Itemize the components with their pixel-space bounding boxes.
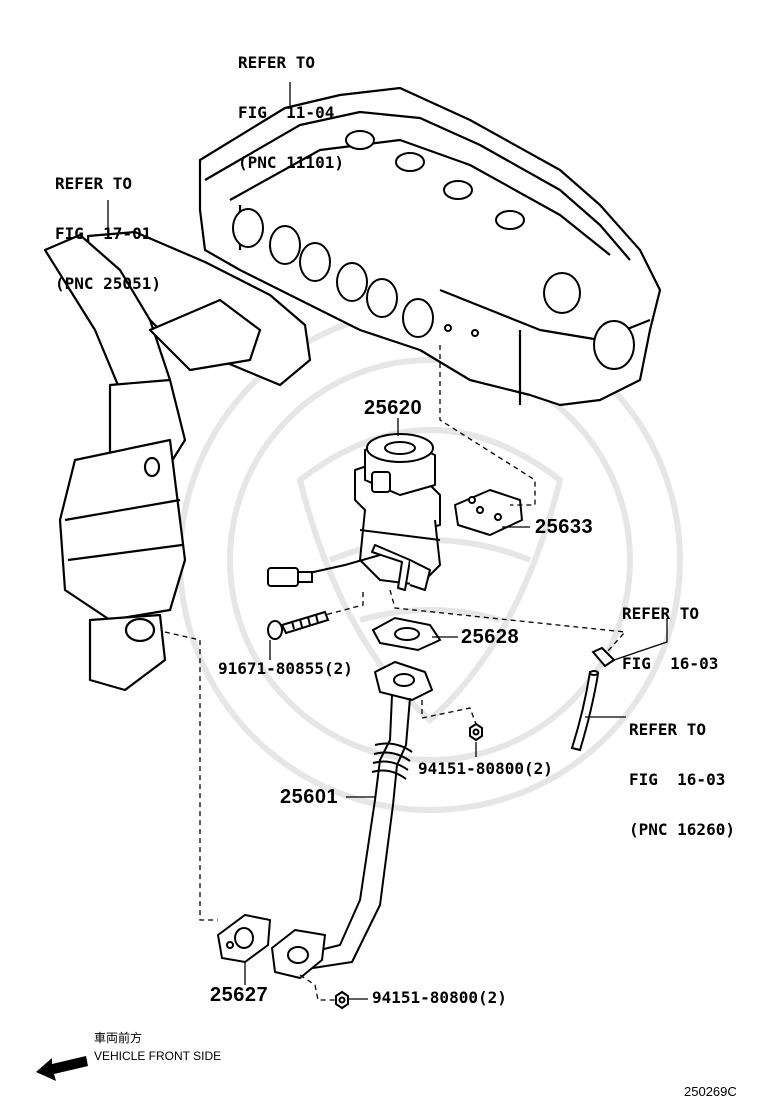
part-label-egr-valve-gasket[interactable]: 25633 — [535, 516, 594, 538]
ref-vacuum-fitting-line2: FIG 16-03 — [622, 654, 719, 673]
ref-engine-head-line1: REFER TO — [238, 53, 316, 72]
egr-valve-gasket — [454, 489, 523, 536]
egr-valve — [354, 433, 441, 591]
nut-lower — [335, 990, 349, 1010]
ref-exhaust-manifold-line1: REFER TO — [55, 174, 133, 193]
ref-exhaust-manifold: REFER TO FIG 17-01 (PNC 25051) — [55, 144, 161, 308]
part-label-pipe-gasket-lower[interactable]: 25627 — [210, 984, 269, 1006]
direction-label-jp: 車両前方 — [94, 1031, 143, 1045]
part-label-egr-valve[interactable]: 25620 — [364, 397, 423, 419]
egr-connector-wire — [267, 554, 381, 587]
ref-exhaust-manifold-line3: (PNC 25051) — [55, 274, 161, 293]
ref-vacuum-hose-line1: REFER TO — [629, 720, 707, 739]
nut-upper — [469, 722, 483, 742]
arrow-left-icon — [36, 1056, 88, 1081]
part-label-bolt[interactable]: 91671-80855(2) — [218, 659, 353, 678]
ref-engine-head: REFER TO FIG 11-04 (PNC 11101) — [238, 23, 344, 187]
part-label-egr-pipe[interactable]: 25601 — [280, 786, 339, 808]
exhaust-manifold — [43, 230, 312, 692]
ref-vacuum-fitting-line1: REFER TO — [622, 604, 700, 623]
ref-vacuum-hose: REFER TO FIG 16-03 (PNC 16260) — [629, 690, 735, 854]
pipe-gasket-lower — [216, 913, 272, 964]
ref-vacuum-hose-line2: FIG 16-03 — [629, 770, 726, 789]
cylinder-head-ports — [232, 130, 635, 370]
part-label-pipe-gasket-upper[interactable]: 25628 — [461, 626, 520, 648]
ref-exhaust-manifold-line2: FIG 17-01 — [55, 224, 152, 243]
vacuum-hose — [570, 670, 600, 752]
ref-engine-head-line3: (PNC 11101) — [238, 153, 344, 172]
diagram-code: 250269C — [684, 1084, 737, 1099]
direction-label-en: VEHICLE FRONT SIDE — [94, 1049, 222, 1063]
part-label-nut-lower[interactable]: 94151-80800(2) — [372, 988, 507, 1007]
ref-engine-head-line2: FIG 11-04 — [238, 103, 335, 122]
bolt — [267, 610, 330, 640]
ref-vacuum-hose-line3: (PNC 16260) — [629, 820, 735, 839]
leader-lines — [107, 82, 668, 1000]
part-label-nut-upper[interactable]: 94151-80800(2) — [418, 759, 553, 778]
assembly-lines — [164, 345, 627, 1001]
pipe-gasket-upper — [371, 616, 442, 652]
ref-vacuum-fitting: REFER TO FIG 16-03 — [622, 574, 718, 688]
egr-pipe — [271, 661, 433, 979]
